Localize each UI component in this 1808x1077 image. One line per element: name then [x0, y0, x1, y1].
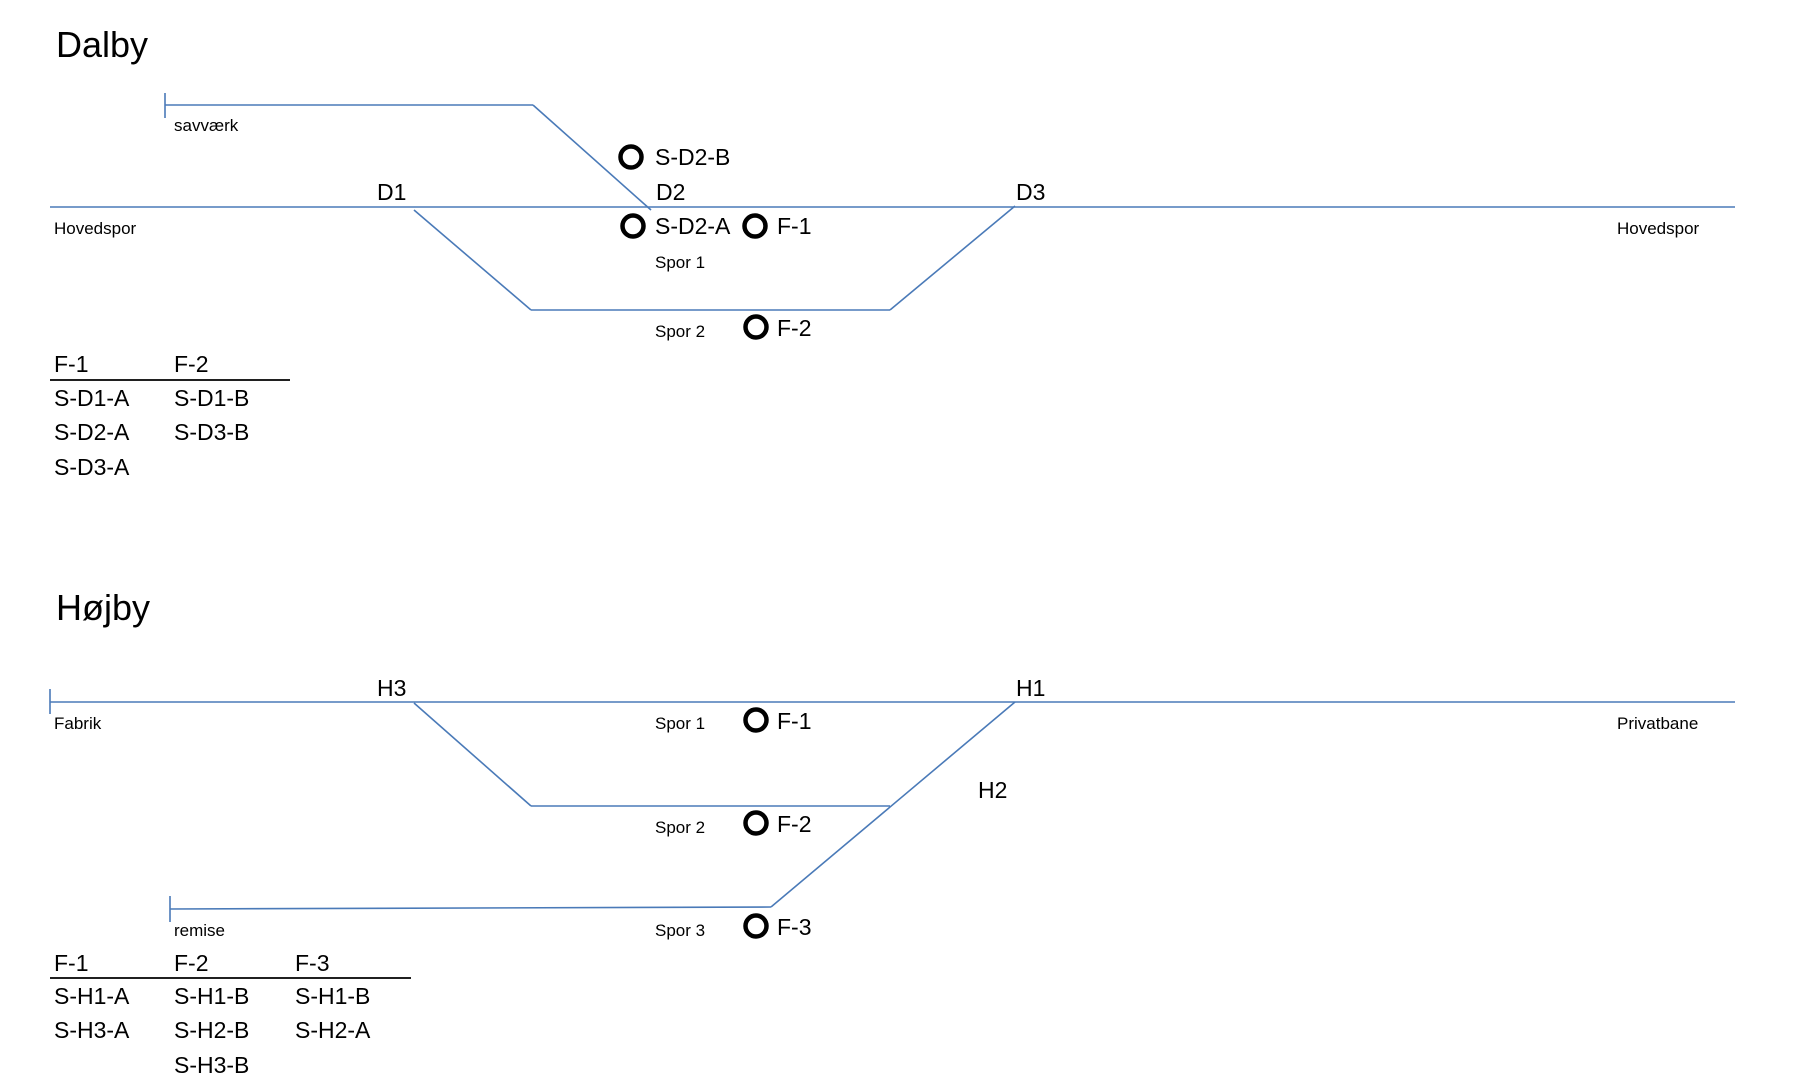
hojby-tracks	[49, 689, 1735, 922]
signal-label: S-D2-B	[655, 144, 730, 170]
signal-icon[interactable]	[620, 213, 646, 239]
signal-label: F-1	[777, 213, 812, 239]
track-label-privatbane: Privatbane	[1617, 714, 1698, 733]
track-label-fabrik: Fabrik	[54, 714, 102, 733]
signal-label: F-1	[777, 708, 812, 734]
table-cell: S-D3-B	[174, 419, 249, 445]
station-hojby: Højby H3 H1 H2 Fabrik Privatbane Spor 1 …	[49, 587, 1735, 1077]
station-dalby: Dalby D1 D2 D3 Hovedspor Hovedspor savvæ…	[50, 24, 1735, 480]
switch-label-h3: H3	[377, 675, 406, 701]
signal-icon[interactable]	[742, 213, 768, 239]
track-label-hovedspor-right: Hovedspor	[1617, 219, 1700, 238]
signal-label: S-D2-A	[655, 213, 731, 239]
table-cell: S-H3-B	[174, 1052, 249, 1077]
table-cell: S-D1-B	[174, 385, 249, 411]
signal-icon[interactable]	[743, 707, 769, 733]
track-label-spor-2: Spor 2	[655, 818, 705, 837]
signal-icon[interactable]	[743, 314, 769, 340]
table-cell: S-D3-A	[54, 454, 130, 480]
signal-icon[interactable]	[743, 810, 769, 836]
switch-label-h1: H1	[1016, 675, 1045, 701]
table-header: F-1	[54, 351, 89, 377]
table-cell: S-H2-B	[174, 1017, 249, 1043]
switch-leg-h1-h2	[770, 701, 1016, 908]
table-cell: S-H1-A	[54, 983, 130, 1009]
table-header: F-1	[54, 950, 89, 976]
table-cell: S-H1-B	[174, 983, 249, 1009]
table-header: F-2	[174, 351, 209, 377]
switch-label-d1: D1	[377, 179, 406, 205]
track-label-spor-1: Spor 1	[655, 714, 705, 733]
table-cell: S-H1-B	[295, 983, 370, 1009]
switch-label-d2: D2	[656, 179, 685, 205]
switch-label-d3: D3	[1016, 179, 1045, 205]
station-title: Dalby	[56, 24, 148, 65]
dalby-tracks	[50, 93, 1735, 311]
track-label-spor-2: Spor 2	[655, 322, 705, 341]
route-table: F-1 F-2 S-D1-A S-D2-A S-D3-A S-D1-B S-D3…	[50, 351, 290, 480]
switch-leg-d1	[413, 209, 532, 311]
signal-label: F-2	[777, 315, 812, 341]
track-label-spor-3: Spor 3	[655, 921, 705, 940]
route-table: F-1 F-2 F-3 S-H1-A S-H3-A S-H1-B S-H2-B …	[50, 950, 411, 1077]
table-header: F-3	[295, 950, 330, 976]
signal-icon[interactable]	[743, 913, 769, 939]
station-title: Højby	[56, 587, 150, 628]
signal-icon[interactable]	[618, 144, 644, 170]
track-label-savvaerk: savværk	[174, 116, 239, 135]
table-cell: S-D2-A	[54, 419, 130, 445]
switch-leg-d3	[889, 205, 1016, 311]
track-label-spor-1: Spor 1	[655, 253, 705, 272]
signal-label: F-2	[777, 811, 812, 837]
signal-label: F-3	[777, 914, 812, 940]
table-cell: S-H2-A	[295, 1017, 371, 1043]
table-header: F-2	[174, 950, 209, 976]
track-label-remise: remise	[174, 921, 225, 940]
switch-leg-d2	[532, 104, 652, 211]
table-cell: S-H3-A	[54, 1017, 130, 1043]
table-cell: S-D1-A	[54, 385, 130, 411]
switch-label-h2: H2	[978, 777, 1007, 803]
track-spor-3	[169, 906, 772, 910]
track-label-hovedspor-left: Hovedspor	[54, 219, 137, 238]
switch-leg-h3	[413, 702, 532, 807]
